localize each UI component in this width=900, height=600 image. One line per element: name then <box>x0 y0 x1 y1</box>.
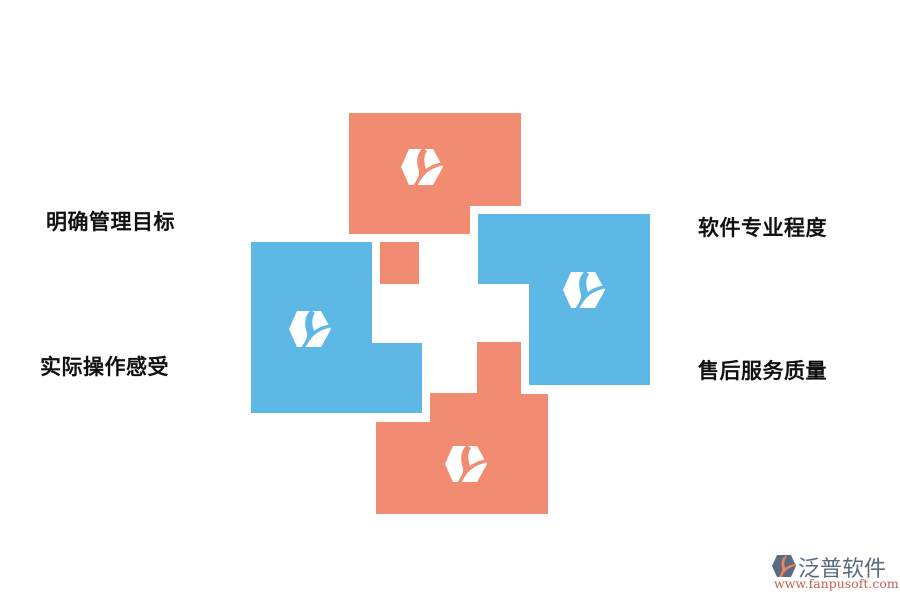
logo-url: www.fanpusoft.com <box>774 576 899 591</box>
label-top-right: 软件专业程度 <box>698 216 827 240</box>
brand-logo: 泛普软件 www.fanpusoft.com <box>768 551 899 591</box>
label-top-left: 明确管理目标 <box>46 210 175 234</box>
logo-name: 泛普软件 <box>798 557 887 582</box>
bottom-orange-block <box>376 342 548 514</box>
label-bottom-left: 实际操作感受 <box>40 355 169 379</box>
label-bottom-right: 售后服务质量 <box>698 359 827 383</box>
logo-mark-icon <box>772 555 796 577</box>
left-blue-block <box>251 242 422 413</box>
right-blue-block <box>478 214 650 385</box>
small-orange-square <box>380 242 419 284</box>
